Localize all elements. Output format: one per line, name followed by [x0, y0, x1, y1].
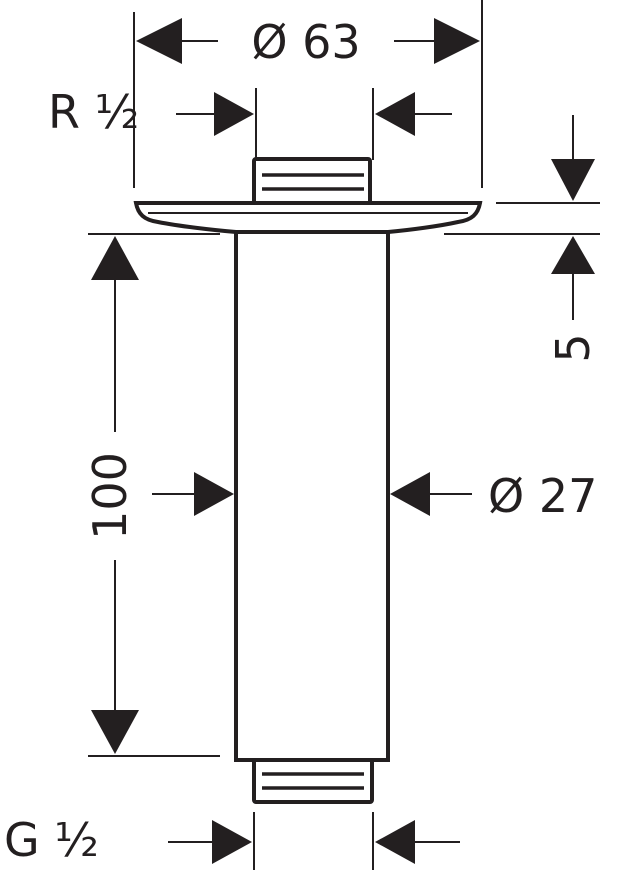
arrowhead-left: [214, 92, 254, 136]
flange-thickness-label: 5: [546, 333, 600, 362]
ceiling-arm-body: [133, 157, 483, 804]
arrowhead-right: [434, 18, 480, 64]
inlet-thread-dimension: R ½: [48, 85, 452, 160]
arrowhead-right: [375, 820, 415, 864]
arrowhead-left: [194, 472, 234, 516]
pipe-length-label: 100: [83, 452, 137, 540]
outlet-thread-dimension: G ½: [4, 812, 460, 870]
arrowhead-left: [212, 820, 252, 864]
bottom-thread-outline: [252, 758, 374, 804]
pipe-diameter-dimension: Ø 27: [152, 469, 597, 523]
arrowhead-bottom: [551, 236, 595, 274]
flange-diameter-label: Ø 63: [251, 15, 360, 69]
arrowhead-left: [136, 18, 182, 64]
arrowhead-top: [551, 159, 595, 201]
arrowhead-top: [91, 236, 139, 280]
arrowhead-bottom: [91, 710, 139, 754]
flange-diameter-dimension: Ø 63: [133, 0, 483, 188]
top-thread-outline: [252, 157, 372, 205]
outlet-thread-label: G ½: [4, 813, 99, 867]
flange-outline: [133, 201, 483, 234]
inlet-thread-label: R ½: [48, 85, 139, 139]
pipe-outline: [234, 230, 390, 762]
arrowhead-right: [375, 92, 415, 136]
pipe-length-dimension: 100: [83, 233, 220, 757]
flange-thickness-dimension: 5: [444, 115, 600, 363]
pipe-diameter-label: Ø 27: [488, 469, 597, 523]
arrowhead-right: [390, 472, 430, 516]
